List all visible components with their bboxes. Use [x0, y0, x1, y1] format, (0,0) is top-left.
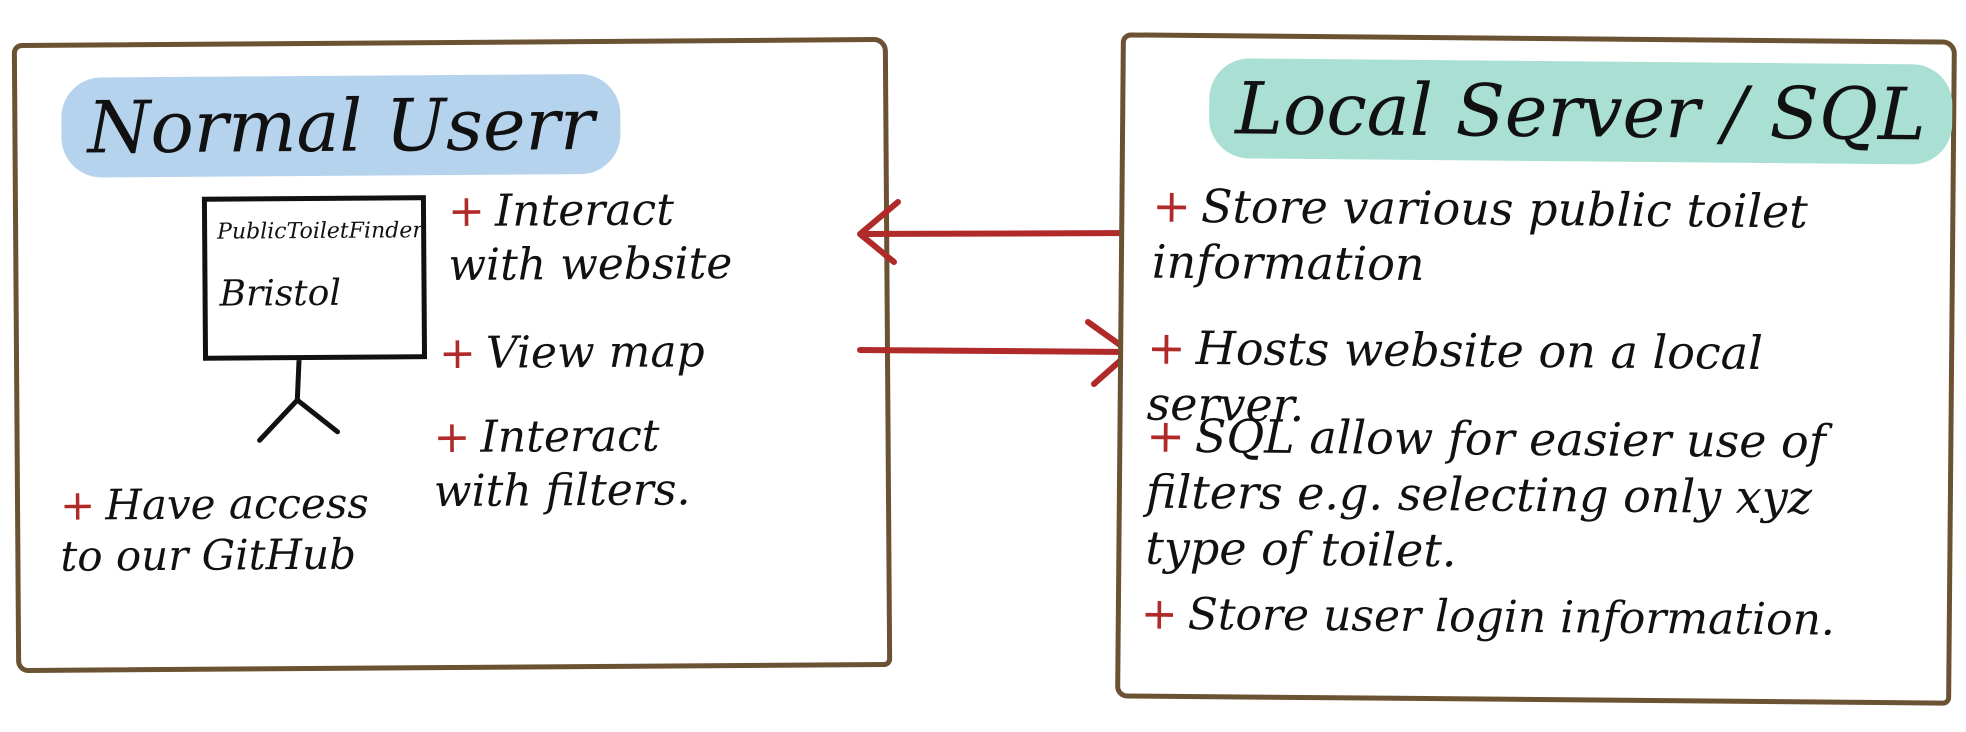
normal-user-title: Normal Userr — [61, 73, 621, 178]
plus-icon: + — [1152, 178, 1192, 233]
local-server-box: Local Server / SQL +Store various public… — [1115, 32, 1957, 706]
right-bullet-4: +Store user login information. — [1141, 588, 1901, 648]
monitor-illustration: PublicToiletFinder Bristol — [201, 195, 428, 361]
plus-icon: + — [438, 327, 477, 380]
local-server-title: Local Server / SQL — [1208, 58, 1953, 165]
left-bullet-3: +Interact with filters. — [433, 409, 764, 519]
plus-icon: + — [433, 411, 471, 464]
plus-icon: + — [1146, 320, 1186, 375]
left-bullet-text: Interact with website — [448, 184, 733, 291]
right-bullet-1: +Store various public toilet information — [1152, 178, 1913, 297]
arrow-to-user — [857, 199, 1140, 265]
right-bullet-text: Store user login information. — [1187, 588, 1836, 646]
left-bullet-2: +View map — [439, 325, 769, 381]
right-bullet-text: Store various public toilet information — [1151, 179, 1808, 292]
connection-arrows — [857, 199, 1140, 387]
plus-icon: + — [1140, 588, 1178, 640]
right-bullet-text: SQL allow for easier use of filters e.g.… — [1145, 409, 1827, 578]
normal-user-box: Normal Userr PublicToiletFinder Bristol … — [11, 36, 893, 674]
monitor-site-name: PublicToiletFinder — [217, 218, 423, 245]
monitor-city-name: Bristol — [219, 272, 342, 315]
plus-icon: + — [1146, 408, 1186, 463]
monitor-stand — [257, 359, 341, 443]
plus-icon: + — [447, 185, 486, 238]
left-bullet-text: Have access to our GitHub — [60, 478, 370, 581]
arrow-to-server — [857, 319, 1133, 387]
left-bullet-1: +Interact with website — [448, 183, 779, 293]
left-bullet-text: Interact with filters. — [433, 410, 691, 517]
right-bullet-3: +SQL allow for easier use of filters e.g… — [1145, 408, 1906, 583]
left-bullet-text: View map — [485, 326, 705, 379]
plus-icon: + — [59, 480, 96, 530]
left-bullet-github: +Have access to our GitHub — [60, 477, 391, 582]
